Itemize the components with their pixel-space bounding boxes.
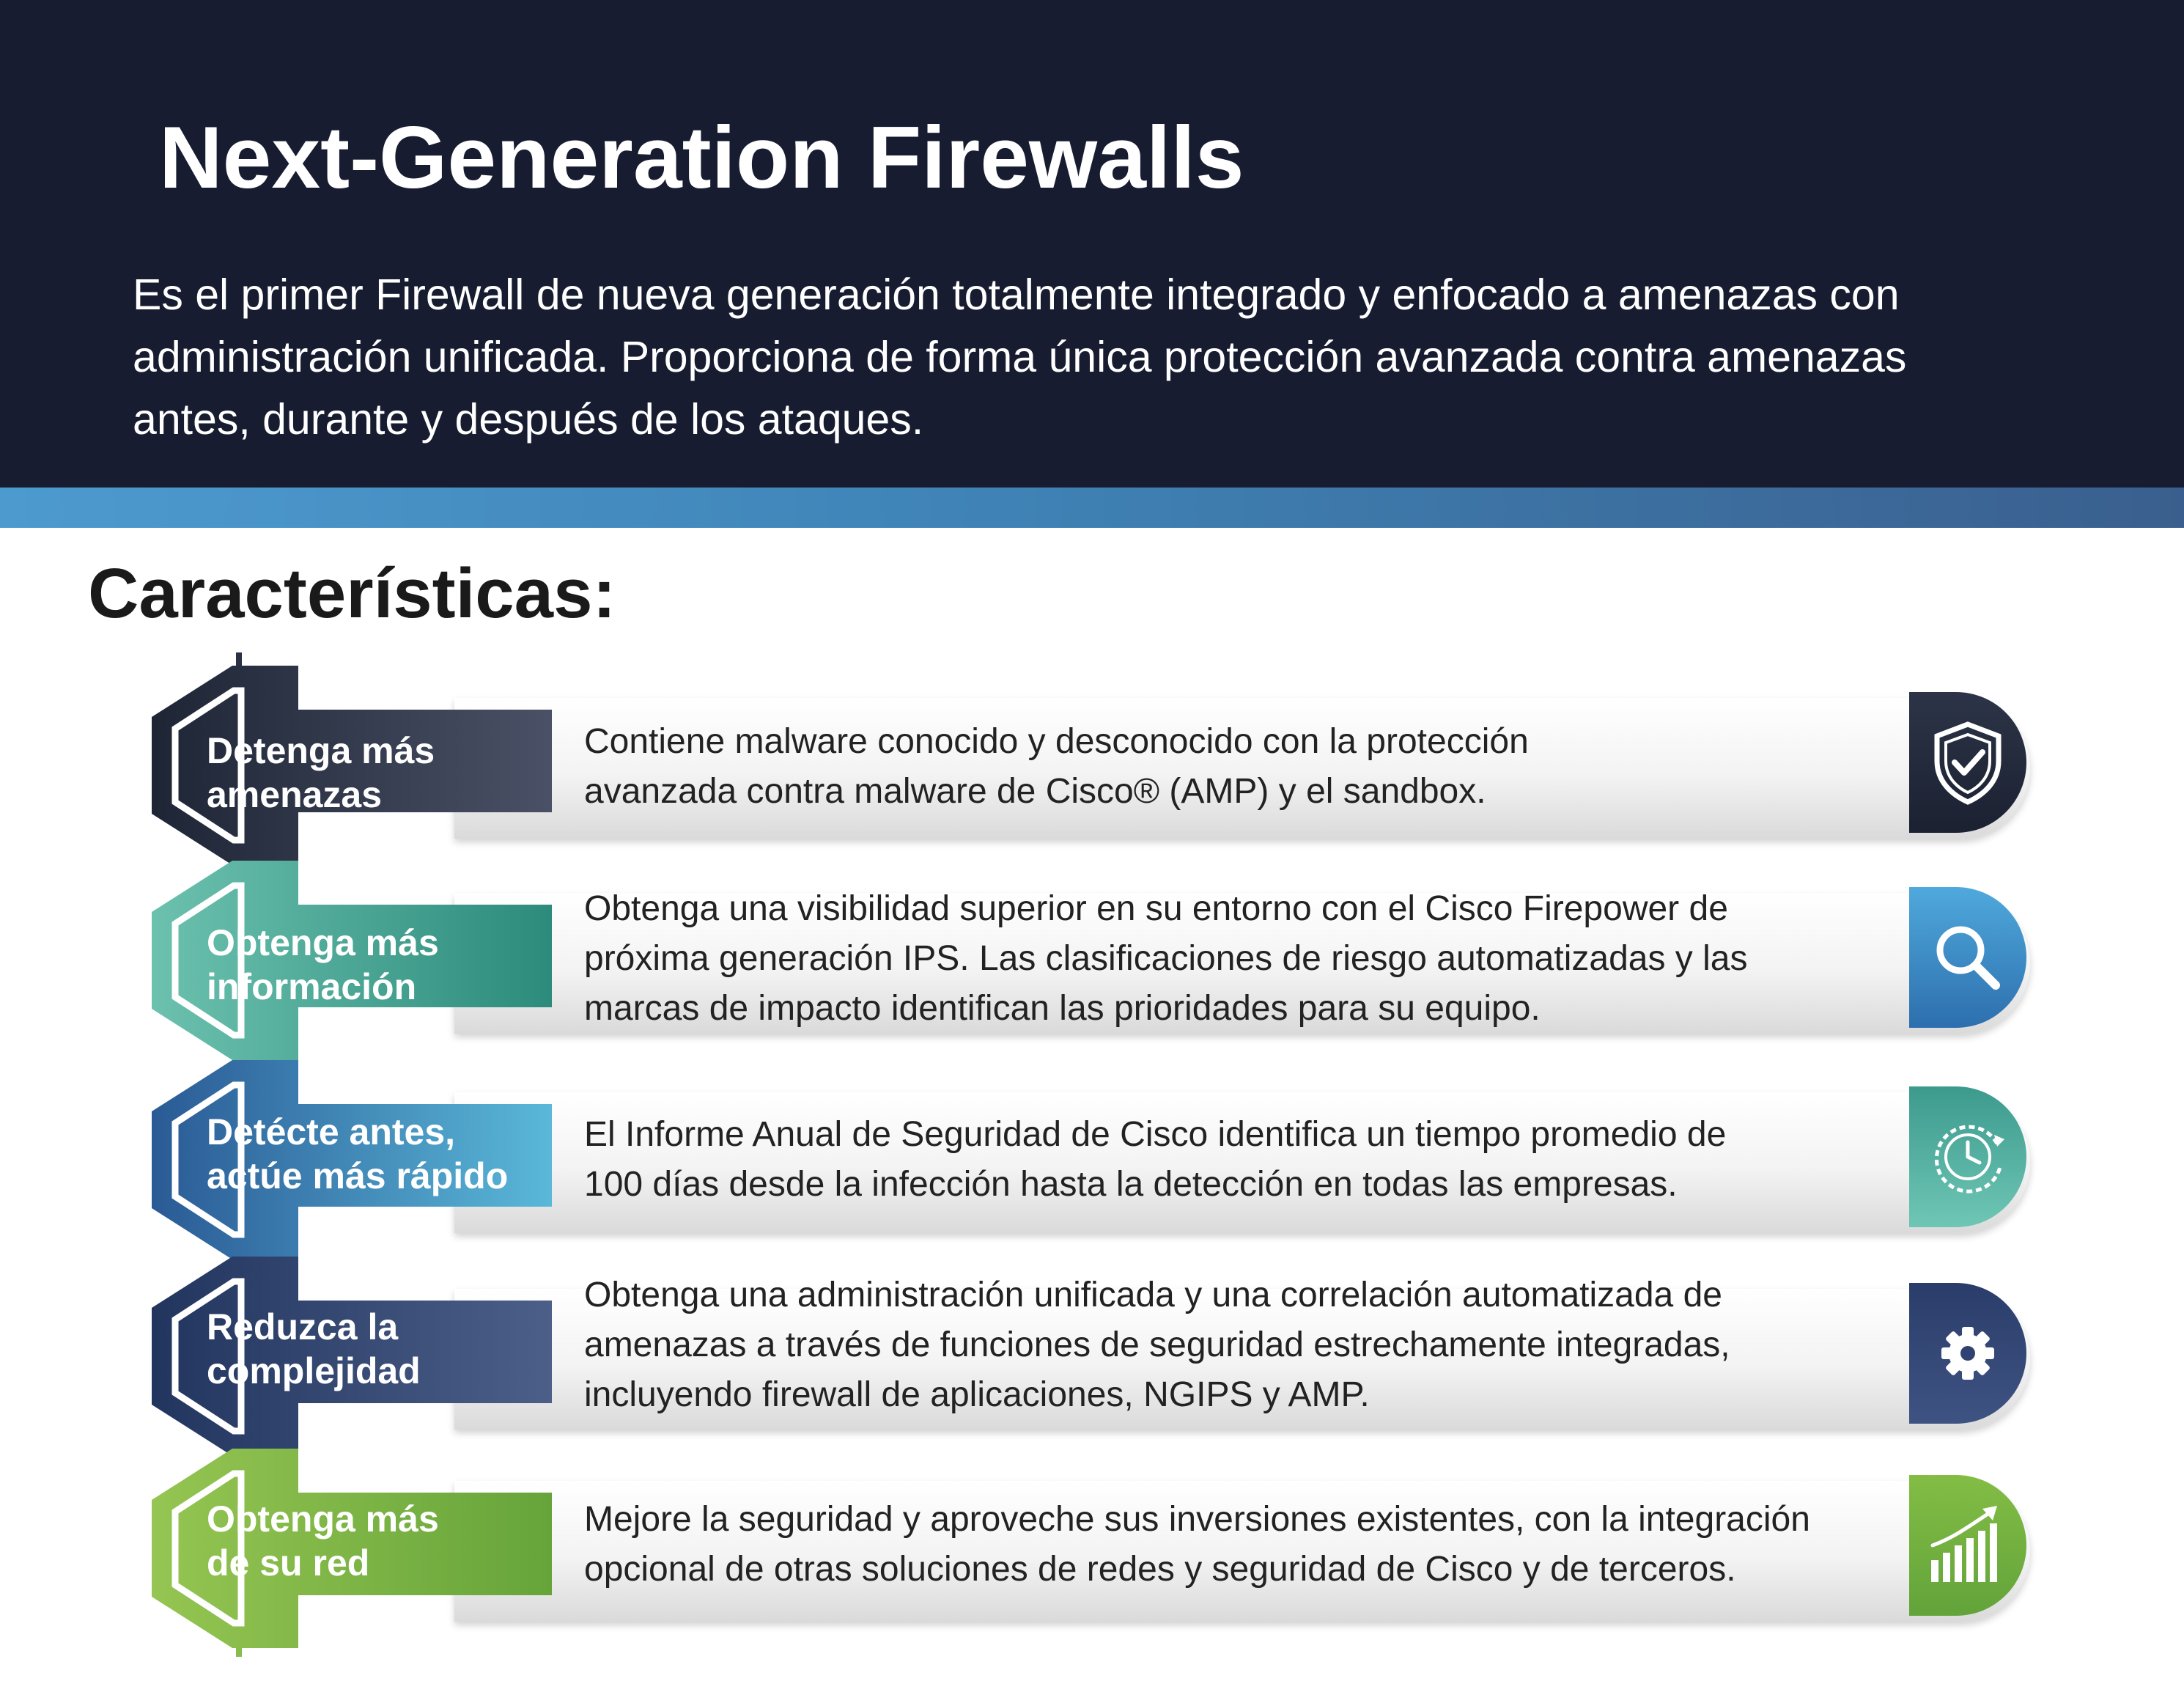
feature-icon-badge <box>1909 887 2026 1028</box>
feature-description: Obtenga una administración unificada y u… <box>584 1270 1730 1420</box>
feature-icon-badge <box>1909 1475 2026 1616</box>
gear-icon <box>1941 1327 1994 1380</box>
feature-label-line: amenazas <box>207 774 383 815</box>
feature-hexagon <box>152 1060 552 1259</box>
feature-hexagon <box>152 1449 552 1648</box>
feature-description-line: Mejore la seguridad y aproveche sus inve… <box>584 1500 1810 1539</box>
feature-row: Obtenga más de su red Mejore la segurida… <box>0 1449 2184 1648</box>
feature-description-line: Obtenga una administración unificada y u… <box>584 1276 1722 1314</box>
page-title: Next-Generation Firewalls <box>159 108 1244 207</box>
feature-icon-badge <box>1909 1086 2026 1227</box>
magnifier-icon <box>1936 926 2000 990</box>
feature-row: Reduzca la complejidad Obtenga una admin… <box>0 1257 2184 1456</box>
feature-row: Detécte antes, actúe más rápido El Infor… <box>0 1060 2184 1259</box>
feature-hexagon <box>152 666 552 865</box>
feature-label-line: complejidad <box>207 1350 421 1391</box>
feature-description: El Informe Anual de Seguridad de Cisco i… <box>584 1110 1726 1210</box>
feature-label-line: actúe más rápido <box>207 1155 509 1196</box>
feature-description-line: Contiene malware conocido y desconocido … <box>584 722 1529 761</box>
feature-label-line: Detenga más <box>207 730 435 771</box>
header-description: Es el primer Firewall de nueva generació… <box>133 264 2155 451</box>
feature-row: Obtenga más información Obtenga una visi… <box>0 861 2184 1060</box>
clock-speed-icon <box>1934 1125 2004 1193</box>
feature-description: Contiene malware conocido y desconocido … <box>584 717 1529 817</box>
header-description-line: Es el primer Firewall de nueva generació… <box>133 271 1900 319</box>
header-accent-stripe <box>0 488 2184 528</box>
feature-label-line: Obtenga más <box>207 1498 439 1540</box>
feature-description: Mejore la seguridad y aproveche sus inve… <box>584 1495 1810 1594</box>
feature-card <box>454 893 2030 1034</box>
feature-description-line: Obtenga una visibilidad superior en su e… <box>584 889 1728 928</box>
feature-row: Detenga más amenazas Contiene malware co… <box>0 666 2184 865</box>
feature-card <box>454 1481 2030 1622</box>
feature-label: Obtenga más información <box>207 921 439 1009</box>
feature-label: Detécte antes, actúe más rápido <box>207 1110 508 1198</box>
feature-hexagon <box>152 861 552 1060</box>
feature-label-line: Detécte antes, <box>207 1111 456 1152</box>
feature-description-line: próxima generación IPS. Las clasificacio… <box>584 939 1748 978</box>
feature-card <box>454 698 2030 839</box>
growth-chart-icon <box>1930 1506 1997 1582</box>
feature-label: Detenga más amenazas <box>207 729 435 817</box>
feature-label: Obtenga más de su red <box>207 1497 439 1585</box>
feature-icon-badge <box>1909 692 2026 833</box>
feature-icon-badge <box>1909 1283 2026 1424</box>
feature-description-line: 100 días desde la infección hasta la det… <box>584 1165 1678 1204</box>
feature-card <box>454 1092 2030 1233</box>
feature-description-line: opcional de otras soluciones de redes y … <box>584 1550 1736 1589</box>
shield-check-icon <box>1934 721 2002 805</box>
feature-card <box>454 1289 2030 1430</box>
header-banner: Next-Generation Firewalls Es el primer F… <box>0 0 2184 488</box>
feature-hexagon <box>152 1257 552 1456</box>
feature-label-line: Obtenga más <box>207 922 439 963</box>
header-description-line: antes, durante y después de los ataques. <box>133 395 924 444</box>
feature-description-line: avanzada contra malware de Cisco® (AMP) … <box>584 772 1486 811</box>
header-description-line: administración unificada. Proporciona de… <box>133 333 1907 381</box>
feature-description-line: marcas de impacto identifican las priori… <box>584 989 1541 1028</box>
feature-label-line: Reduzca la <box>207 1306 399 1347</box>
feature-description: Obtenga una visibilidad superior en su e… <box>584 884 1748 1034</box>
feature-description-line: amenazas a través de funciones de seguri… <box>584 1325 1730 1364</box>
feature-description-line: El Informe Anual de Seguridad de Cisco i… <box>584 1115 1727 1154</box>
feature-description-line: incluyendo firewall de aplicaciones, NGI… <box>584 1375 1370 1414</box>
feature-label-line: de su red <box>207 1542 370 1584</box>
feature-label: Reduzca la complejidad <box>207 1305 421 1393</box>
feature-label-line: información <box>207 966 417 1007</box>
section-title: Características: <box>88 554 616 633</box>
